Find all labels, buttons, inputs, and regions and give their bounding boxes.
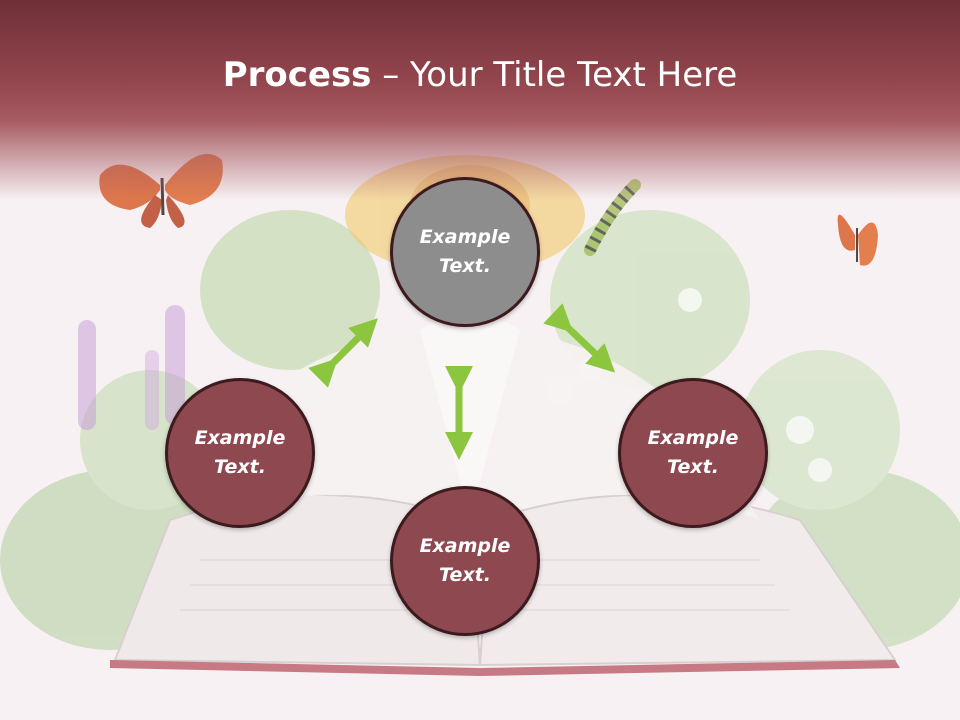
arrow-top-left — [308, 318, 378, 388]
node-text: Example Text. — [194, 427, 286, 478]
process-node-top[interactable]: Example Text. — [390, 177, 540, 327]
node-text: Example Text. — [647, 427, 739, 478]
node-text: Example Text. — [419, 535, 511, 586]
lavender-illustration — [78, 305, 185, 430]
title-rest: – Your Title Text Here — [371, 55, 738, 95]
open-book-illustration — [110, 315, 900, 676]
process-node-bottom[interactable]: Example Text. — [390, 486, 540, 636]
process-node-left[interactable]: Example Text. — [165, 378, 315, 528]
title-strong: Process — [222, 55, 372, 95]
butterfly-icon — [837, 214, 878, 266]
slide-title: Process – Your Title Text Here — [0, 50, 960, 100]
process-node-right[interactable]: Example Text. — [618, 378, 768, 528]
node-text: Example Text. — [419, 226, 511, 277]
arrow-top-right — [543, 303, 616, 373]
title-bar — [0, 0, 960, 200]
